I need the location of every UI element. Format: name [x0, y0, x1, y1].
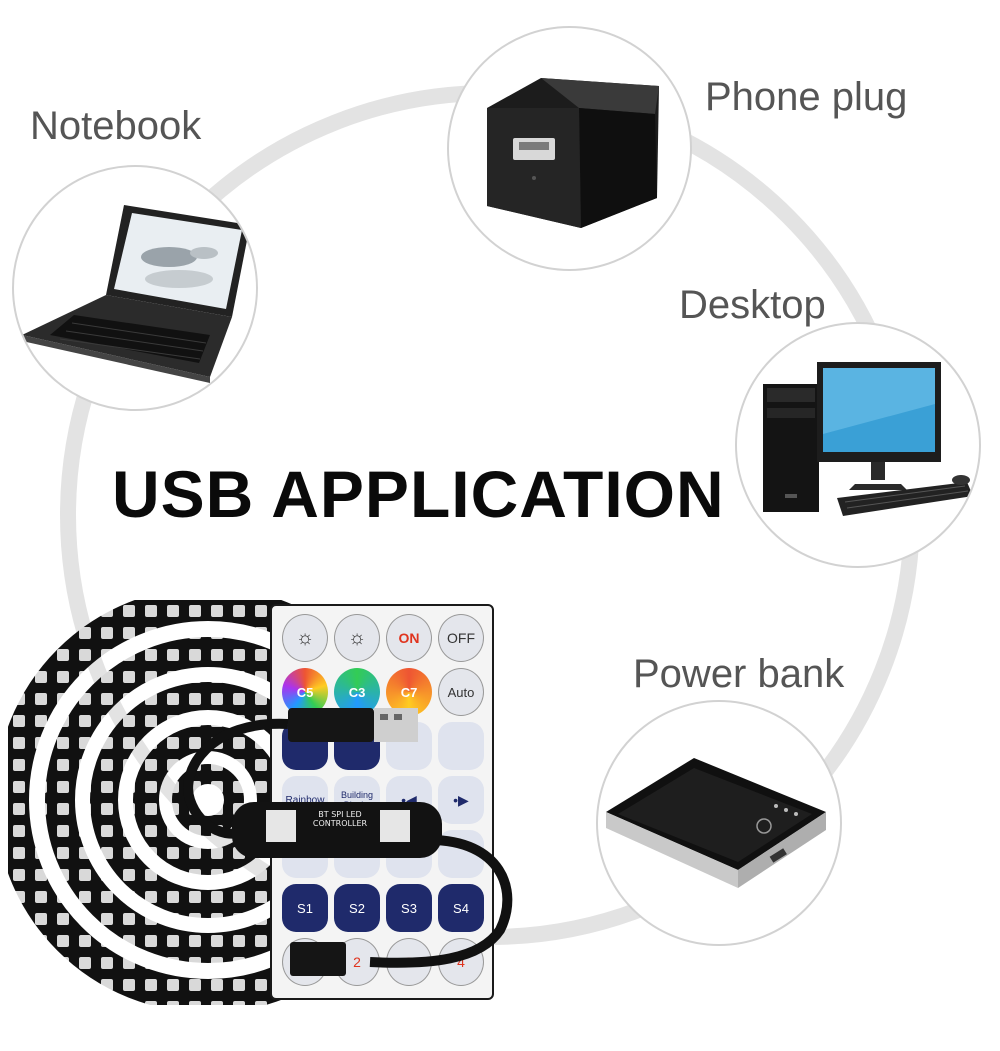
remote-button-off[interactable]: OFF	[438, 614, 484, 662]
notebook-node	[12, 165, 258, 411]
laptop-icon	[22, 205, 250, 383]
phone-plug-label: Phone plug	[705, 75, 908, 119]
remote-button-s1[interactable]: S1	[282, 884, 328, 932]
usb-wall-charger-icon	[487, 78, 659, 228]
power-bank-node	[596, 700, 842, 946]
remote-button[interactable]: ☼	[282, 614, 328, 662]
remote-button-s4[interactable]: S4	[438, 884, 484, 932]
remote-button-s2[interactable]: S2	[334, 884, 380, 932]
phone-plug-node	[447, 26, 692, 271]
power-bank-label: Power bank	[633, 652, 845, 696]
remote-button[interactable]	[438, 722, 484, 770]
notebook-label: Notebook	[30, 104, 202, 148]
usb-controller-assembly: BT SPI LED CONTROLLER	[170, 690, 520, 990]
desktop-computer-icon	[763, 362, 973, 516]
remote-button-on[interactable]: ON	[386, 614, 432, 662]
headline: USB APPLICATION	[112, 457, 725, 531]
remote-button-next[interactable]: •▶	[438, 776, 484, 824]
controller-label: BT SPI LED CONTROLLER	[312, 810, 368, 828]
remote-button-auto[interactable]: Auto	[438, 668, 484, 716]
power-bank-icon	[606, 758, 826, 888]
remote-button[interactable]: ☼	[334, 614, 380, 662]
desktop-label: Desktop	[679, 283, 826, 327]
remote-button-s3[interactable]: S3	[386, 884, 432, 932]
desktop-node	[735, 322, 981, 568]
